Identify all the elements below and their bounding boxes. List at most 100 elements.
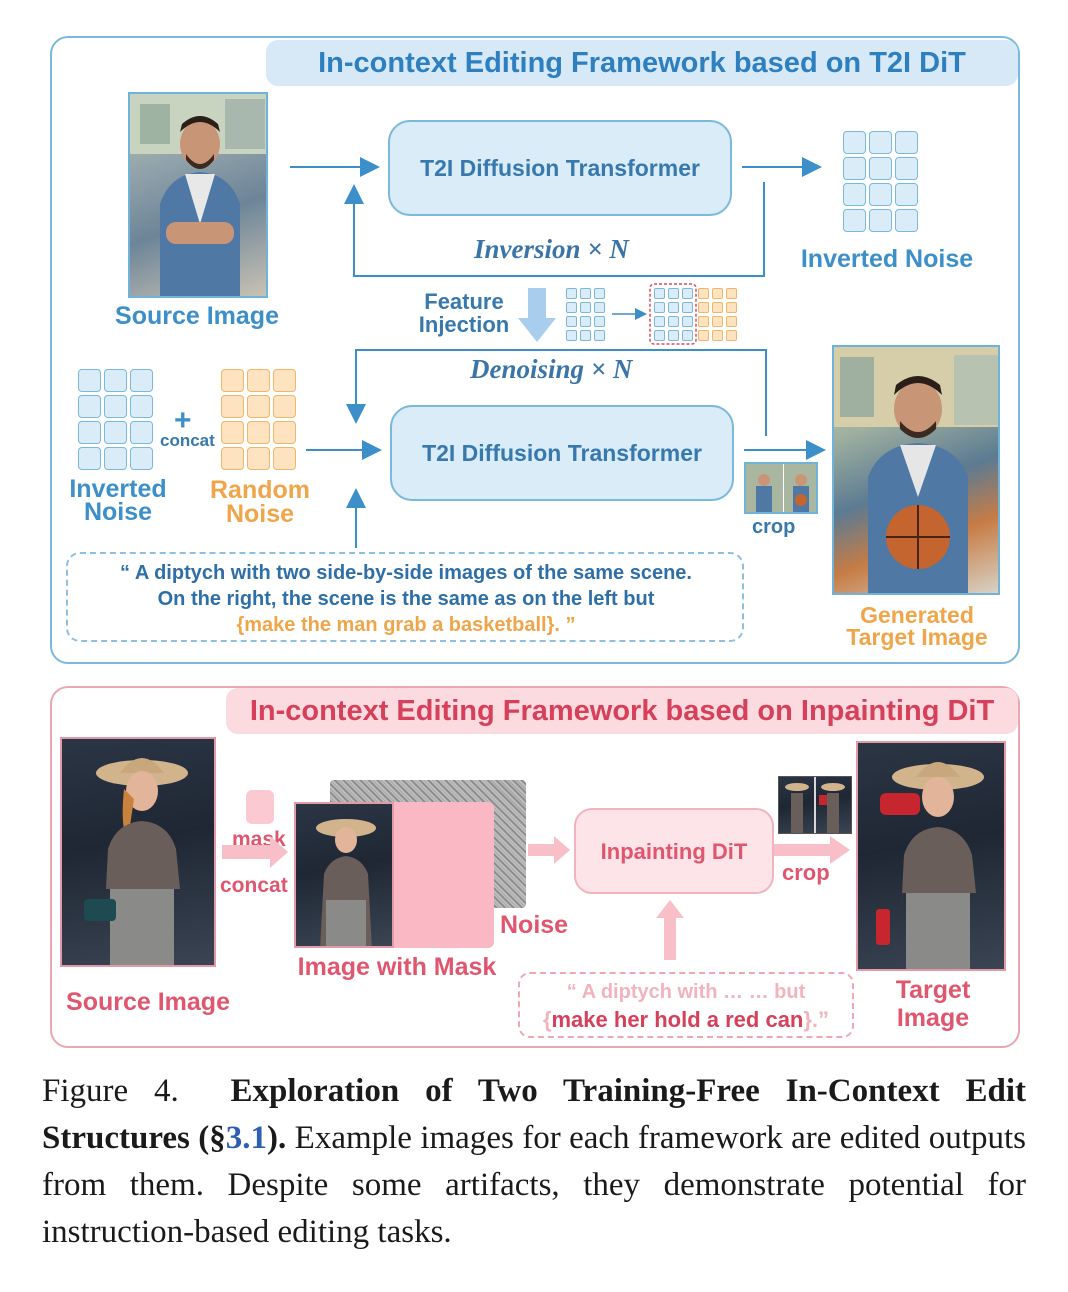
random-token [247,395,270,418]
crop-label-bottom: crop [782,860,830,885]
feature-token [712,288,723,299]
prompt-bottom-open: { [542,1007,552,1032]
feature-token [698,302,709,313]
concat-label-bottom: concat [220,874,288,897]
source-image-man [128,92,268,298]
random-token [221,369,244,392]
feature-token [712,302,723,313]
feature-token [668,330,679,341]
inverted-noise-label-left: Inverted Noise [58,475,178,526]
prompt-text-top: “ A diptych with two side-by-side images… [70,560,742,638]
feature-injection-line1: Feature [424,289,504,314]
section-reference-link[interactable]: 3.1 [225,1120,268,1156]
feature-token [580,316,591,327]
t2i-dit-block-upper: T2I Diffusion Transformer [388,120,732,216]
inpainting-dit-block: Inpainting DiT [574,808,774,894]
feature-token [668,302,679,313]
prompt-top-line1: “ A diptych with two side-by-side images… [120,562,692,584]
feature-token [594,302,605,313]
top-panel [50,36,1020,664]
inverted-noise-grid-top [843,131,918,232]
noise-token [104,369,127,392]
feature-token [682,316,693,327]
inverted-noise-grid-left [78,369,153,470]
top-panel-title: In-context Editing Framework based on T2… [266,40,1018,86]
random-token [273,369,296,392]
plus-icon: + [174,404,192,437]
woman-red-can-icon [876,762,984,969]
man-figure-icon [130,94,266,296]
random-noise-line1: Random [210,476,310,504]
feature-token [698,288,709,299]
feature-grid-orange-small [698,288,737,341]
diptych-thumbnail-top [744,462,818,514]
masked-left-half [294,802,394,948]
feature-token [594,330,605,341]
diptych-thumbnail-bottom [778,776,852,834]
feature-token [654,330,665,341]
prompt-bottom-line2: {make her hold a red can}.” [520,1006,852,1034]
noise-token [104,395,127,418]
noise-token [895,209,918,232]
caption-bold: Exploration of Two Training-Free In-Cont… [42,1073,1026,1156]
random-token [221,395,244,418]
top-flow-arrows [290,157,826,548]
feature-injection-line2: Injection [418,312,510,337]
feature-token [580,330,591,341]
generated-target-image [832,345,1000,595]
noise-token [869,157,892,180]
woman-hat-icon [84,758,188,965]
diptych-man-icon [746,464,816,512]
random-token [221,421,244,444]
prompt-top-line3: {make the man grab a basketball}. ” [70,612,742,638]
feature-token [566,302,577,313]
feature-injection-label: Feature Injection [404,290,524,336]
inverted-noise-left-line2: Noise [83,498,153,526]
feature-token [566,288,577,299]
noise-token [895,183,918,206]
generated-target-line1: Generated [860,602,974,628]
feature-token [654,316,665,327]
inverted-noise-label-top: Inverted Noise [800,245,974,273]
prompt-bottom-close: }.” [803,1007,830,1032]
feature-token [698,316,709,327]
feature-token [580,288,591,299]
noise-token [78,369,101,392]
noise-token [843,157,866,180]
feature-grid-blue-masked [654,288,693,341]
target-image-line2: Image [896,1004,970,1032]
random-token [221,447,244,470]
crop-label-top: crop [752,516,796,538]
feature-token [698,330,709,341]
noise-token [895,131,918,154]
random-noise-grid [221,369,296,470]
random-token [247,447,270,470]
noise-token [130,369,153,392]
inversion-label: Inversion × N [474,234,629,264]
noise-token [843,183,866,206]
prompt-box-bottom [518,972,854,1038]
random-token [273,421,296,444]
man-basketball-icon [834,347,998,593]
feature-token [654,288,665,299]
feature-grid-blue-small [566,288,605,341]
image-with-mask [294,802,494,948]
feature-token [712,330,723,341]
generated-target-line2: Target Image [846,624,988,650]
noise-token [104,421,127,444]
denoising-label: Denoising × N [470,354,633,384]
feature-token [726,302,737,313]
noise-token [78,447,101,470]
t2i-dit-block-lower: T2I Diffusion Transformer [390,405,734,501]
target-image-line1: Target [895,976,971,1004]
random-token [247,421,270,444]
noise-token [895,157,918,180]
noise-token [843,131,866,154]
target-image-woman [856,741,1006,971]
feature-token [682,330,693,341]
prompt-bottom-instruction: make her hold a red can [551,1007,804,1032]
target-image-label: Target Image [862,976,1004,1032]
inverted-noise-left-line1: Inverted [69,475,167,503]
noise-token [130,447,153,470]
source-image-label: Source Image [115,302,279,330]
